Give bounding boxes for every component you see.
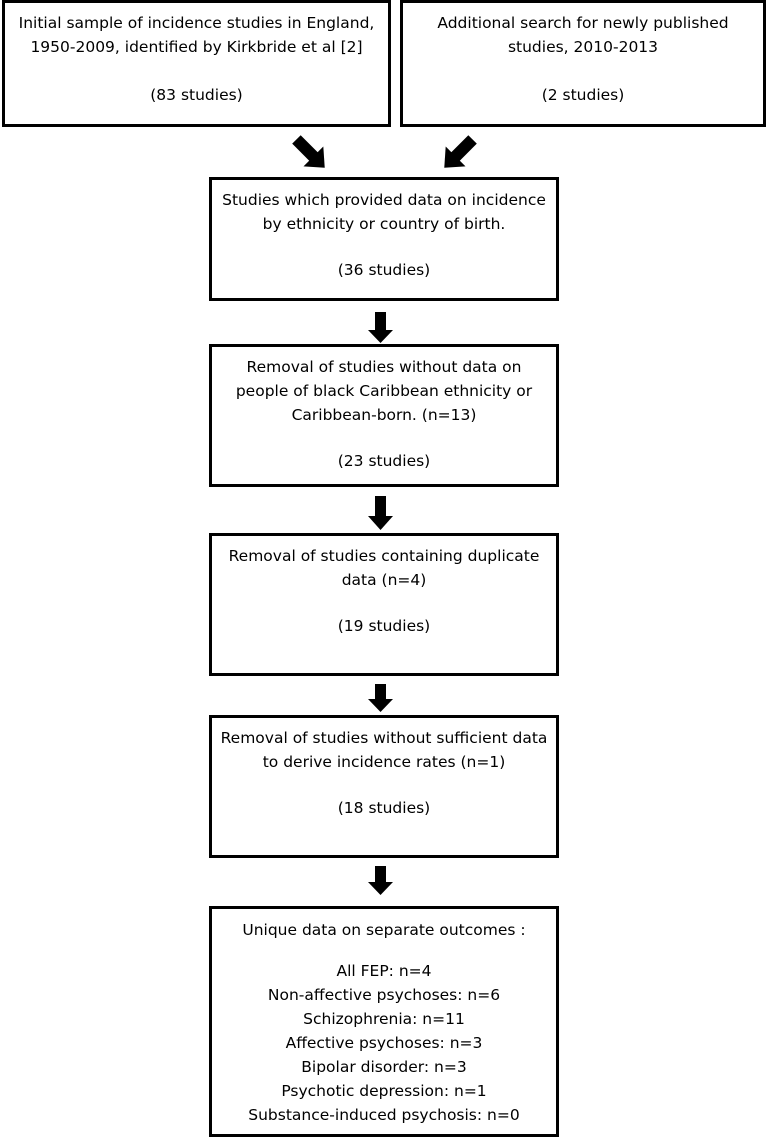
diagonal-arrow-right-icon	[292, 135, 325, 168]
initial-sample-line-2: 1950-2009, identified by Kirkbride et al…	[30, 38, 363, 56]
removal-caribbean-box: Removal of studies without data on peopl…	[209, 344, 559, 487]
outcome-item: Substance-induced psychosis: n=0	[248, 1106, 520, 1124]
removal-insufficient-count: (18 studies)	[337, 799, 431, 817]
ethnicity-data-count: (36 studies)	[337, 261, 431, 279]
ethnicity-data-line-1: Studies which provided data on incidence	[222, 191, 546, 209]
outcome-item: Affective psychoses: n=3	[285, 1034, 483, 1052]
removal-caribbean-line-2: people of black Caribbean ethnicity or	[235, 382, 533, 400]
initial-sample-line-1: Initial sample of incidence studies in E…	[18, 14, 375, 32]
removal-duplicate-line-1: Removal of studies containing duplicate	[228, 547, 540, 565]
removal-caribbean-line-1: Removal of studies without data on	[246, 358, 522, 376]
additional-search-line-2: studies, 2010-2013	[507, 38, 659, 56]
additional-search-count: (2 studies)	[541, 86, 625, 104]
down-arrow-icon	[368, 866, 393, 895]
outcome-item: Psychotic depression: n=1	[281, 1082, 487, 1100]
additional-search-line-1: Additional search for newly published	[437, 14, 729, 32]
ethnicity-data-line-2: by ethnicity or country of birth.	[262, 215, 506, 233]
removal-duplicate-box: Removal of studies containing duplicate …	[209, 533, 559, 676]
outcome-item: Schizophrenia: n=11	[303, 1010, 465, 1028]
down-arrow-icon	[368, 312, 393, 343]
removal-duplicate-count: (19 studies)	[337, 617, 431, 635]
initial-sample-count: (83 studies)	[150, 86, 243, 104]
outcomes-heading: Unique data on separate outcomes :	[242, 921, 526, 939]
removal-duplicate-line-2: data (n=4)	[341, 571, 427, 589]
additional-search-box: Additional search for newly published st…	[400, 0, 766, 127]
outcomes-box: Unique data on separate outcomes : All F…	[209, 906, 559, 1137]
removal-caribbean-count: (23 studies)	[337, 452, 431, 470]
initial-sample-box: Initial sample of incidence studies in E…	[2, 0, 391, 127]
outcome-item: Bipolar disorder: n=3	[301, 1058, 467, 1076]
removal-caribbean-line-3: Caribbean-born. (n=13)	[291, 406, 477, 424]
down-arrow-icon	[368, 496, 393, 530]
removal-insufficient-line-1: Removal of studies without sufficient da…	[220, 729, 548, 747]
outcome-item: All FEP: n=4	[336, 962, 432, 980]
ethnicity-data-box: Studies which provided data on incidence…	[209, 177, 559, 301]
removal-insufficient-box: Removal of studies without sufficient da…	[209, 715, 559, 858]
outcome-item: Non-affective psychoses: n=6	[267, 986, 501, 1004]
down-arrow-icon	[368, 684, 393, 712]
removal-insufficient-line-2: to derive incidence rates (n=1)	[262, 753, 506, 771]
diagonal-arrow-left-icon	[444, 135, 477, 168]
